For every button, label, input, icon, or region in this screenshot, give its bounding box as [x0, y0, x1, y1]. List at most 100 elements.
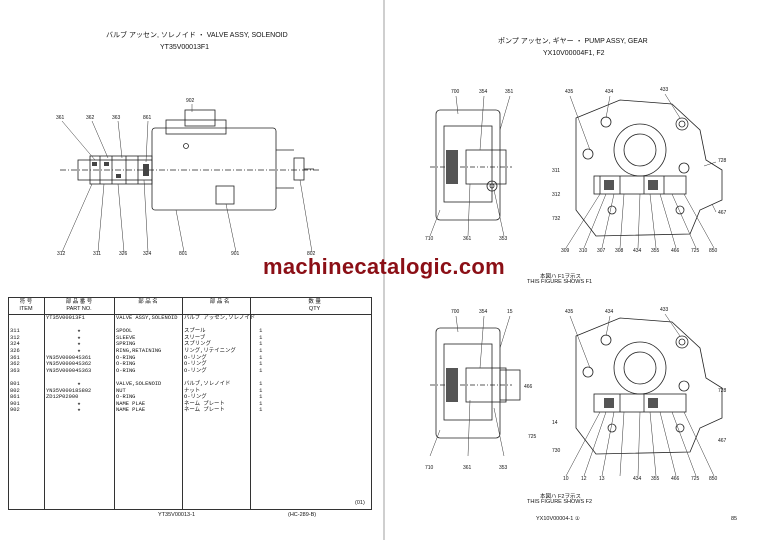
qty-cell: 1: [259, 400, 263, 407]
qty-cell: 1: [259, 341, 263, 348]
item-cell: 326: [10, 347, 20, 354]
right-page-subtitle: YX10V00004F1, F2: [543, 50, 605, 57]
part-name-en-cell: NAME PLAE: [116, 407, 146, 414]
f2-callout-435: 435: [565, 309, 574, 315]
qty-cell: 1: [259, 347, 263, 354]
part-no-cell: YN35V00004S363: [46, 367, 92, 374]
left-page: [0, 0, 383, 540]
f2-callout-725: 725: [528, 434, 537, 440]
part-name-jp-cell: ネーム プレート: [184, 407, 225, 414]
f1-callout-351: 351: [505, 89, 514, 95]
f1-callout-700: 700: [451, 89, 460, 95]
header-part-name-jp: 部 品 名: [182, 297, 258, 315]
f1-callout-732: 732: [552, 216, 561, 222]
item-cell: 361: [10, 354, 20, 361]
qty-cell: 1: [259, 407, 263, 414]
header-part-name-en: 部 品 名: [114, 297, 182, 315]
f1-callout-728: 728: [718, 158, 727, 164]
part-name-jp-cell: バルブ,ソレノイド: [184, 380, 231, 387]
part-name-en-cell: O-RING: [116, 367, 136, 374]
callout-361: 361: [56, 115, 65, 121]
part-no-cell: ★: [77, 400, 81, 407]
part-no-cell: ★: [77, 334, 81, 341]
table-row: 362 YN35V00004S362 O-RING O-リング 1: [8, 361, 372, 368]
qty-cell: 1: [259, 328, 263, 335]
qty-cell: 1: [259, 354, 263, 361]
f1-callout-310: 310: [579, 248, 588, 254]
f2-callout-700: 700: [451, 309, 460, 315]
callout-362: 362: [86, 115, 95, 121]
callout-801: 801: [179, 251, 188, 257]
f2-callout-730: 730: [552, 448, 561, 454]
part-name-jp-cell: スリーブ: [184, 334, 206, 341]
part-no-cell: YN35V00004S361: [46, 354, 92, 361]
f2-callout-725b: 725: [691, 476, 700, 482]
part-name-en-cell: NAME PLAE: [116, 400, 146, 407]
part-name-en-cell: SLEEVE: [116, 334, 136, 341]
qty-cell: 1: [259, 394, 263, 401]
item-cell: 362: [10, 361, 20, 368]
part-name-jp-cell: リング,リテイニング: [184, 347, 236, 354]
part-name-en-cell: VALVE ASSY,SOLENOID: [116, 315, 178, 321]
right-footer-doc-code: YX10V00004-1 ①: [536, 516, 580, 522]
callout-902: 902: [186, 98, 195, 104]
f1-callout-467: 467: [718, 210, 727, 216]
f2-callout-14: 14: [552, 420, 558, 426]
f1-callout-710: 710: [425, 236, 434, 242]
part-name-en-cell: O-RING: [116, 354, 136, 361]
f1-callout-309: 309: [561, 248, 570, 254]
f2-callout-12: 12: [581, 476, 587, 482]
page-gutter: [383, 0, 385, 540]
f1-caption-jp: 本図ハ F1ヲ示ス: [540, 274, 581, 280]
f2-callout-433: 433: [660, 307, 669, 313]
item-cell: 801: [10, 380, 20, 387]
callout-312: 312: [57, 251, 66, 257]
f2-callout-728: 728: [718, 388, 727, 394]
part-no-cell: ★: [77, 407, 81, 414]
part-name-jp-cell: ネーム プレート: [184, 400, 225, 407]
part-no-cell: YN35V00004S362: [46, 361, 92, 368]
part-no-cell: ★: [77, 380, 81, 387]
f2-callout-466b: 466: [671, 476, 680, 482]
qty-cell: 1: [259, 361, 263, 368]
part-name-jp-cell: O-リング: [184, 394, 207, 401]
right-page: [385, 0, 768, 540]
f1-callout-466: 466: [671, 248, 680, 254]
table-footer-code: (01): [355, 500, 365, 506]
item-cell: 311: [10, 328, 20, 335]
item-cell: 312: [10, 334, 20, 341]
callout-326: 326: [119, 251, 128, 257]
table-row: 312 ★ SLEEVE スリーブ 1: [8, 335, 372, 342]
f2-callout-434b: 434: [633, 476, 642, 482]
qty-cell: 1: [259, 387, 263, 394]
callout-324: 324: [143, 251, 152, 257]
table-row: 902 ★ NAME PLAE ネーム プレート 1: [8, 407, 372, 414]
callout-802: 802: [307, 251, 316, 257]
f1-callout-312: 312: [552, 192, 561, 198]
callout-311: 311: [93, 251, 101, 257]
callout-363: 363: [112, 115, 121, 121]
item-cell: 324: [10, 341, 20, 348]
item-cell: 363: [10, 367, 20, 374]
f1-callout-308: 308: [615, 248, 624, 254]
part-name-en-cell: O-RING: [116, 361, 136, 368]
f2-callout-10: 10: [563, 476, 569, 482]
qty-cell: 1: [259, 334, 263, 341]
item-cell: 902: [10, 407, 20, 414]
f2-callout-710: 710: [425, 465, 434, 471]
part-name-jp-cell: O-リング: [184, 361, 207, 368]
left-page-title: バルブ アッセン, ソレノイド ・ VALVE ASSY, SOLENOID: [106, 32, 288, 39]
part-name-jp-cell: スプール: [184, 328, 206, 335]
f2-callout-354: 354: [479, 309, 488, 315]
item-cell: 802: [10, 387, 20, 394]
f1-callout-307: 307: [597, 248, 606, 254]
